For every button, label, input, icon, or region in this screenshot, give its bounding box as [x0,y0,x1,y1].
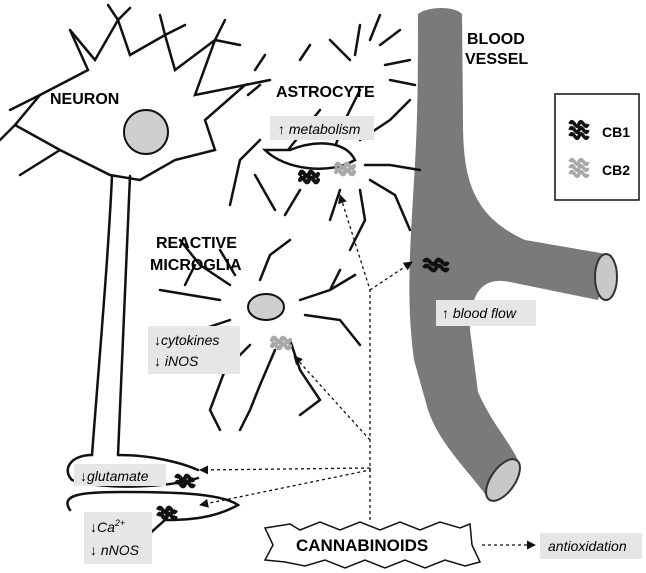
neuron-axon [92,176,130,455]
neuron-label: NEURON [50,91,119,108]
glutamate-label: ↓glutamate [80,468,149,484]
antioxidation-label: antioxidation [548,538,627,554]
receptor-cb1-icon [158,508,176,519]
blood-vessel-label-1: BLOOD [467,31,525,48]
metabolism-label: ↑ metabolism [278,121,361,137]
arrow-to-presynapse [200,468,370,470]
nnos-label: ↓ nNOS [90,542,140,558]
legend-cb1-label: CB1 [602,124,630,140]
legend: CB1 CB2 [555,94,639,200]
arrow-to-vessel [370,262,412,290]
receptor-cb1-icon [176,476,194,487]
legend-cb1-icon [570,122,588,139]
blood-flow-label: ↑ blood flow [442,305,517,321]
legend-cb2-icon [570,160,588,177]
blood-vessel [409,8,617,507]
cannabinoids-label: CANNABINOIDS [296,536,428,555]
arrow-to-microglia [294,356,370,440]
blood-vessel-label-2: VESSEL [465,51,528,68]
receptor-cb2-icon [272,338,290,349]
blood-vessel-body [409,8,612,498]
neuron-nucleus [124,110,168,154]
inos-label: ↓ iNOS [154,353,199,369]
legend-box [555,94,639,200]
blood-vessel-branch-opening [595,254,617,300]
reactive-microglia-label-1: REACTIVE [156,235,237,252]
receptor-cb1-icon [300,172,318,183]
cytokines-label: ↓cytokines [154,332,219,348]
reactive-microglia-label-2: MICROGLIA [150,257,242,274]
microglia-body [248,294,284,320]
astrocyte-label: ASTROCYTE [276,84,375,101]
receptor-cb2-icon [336,164,354,175]
legend-cb2-label: CB2 [602,162,630,178]
